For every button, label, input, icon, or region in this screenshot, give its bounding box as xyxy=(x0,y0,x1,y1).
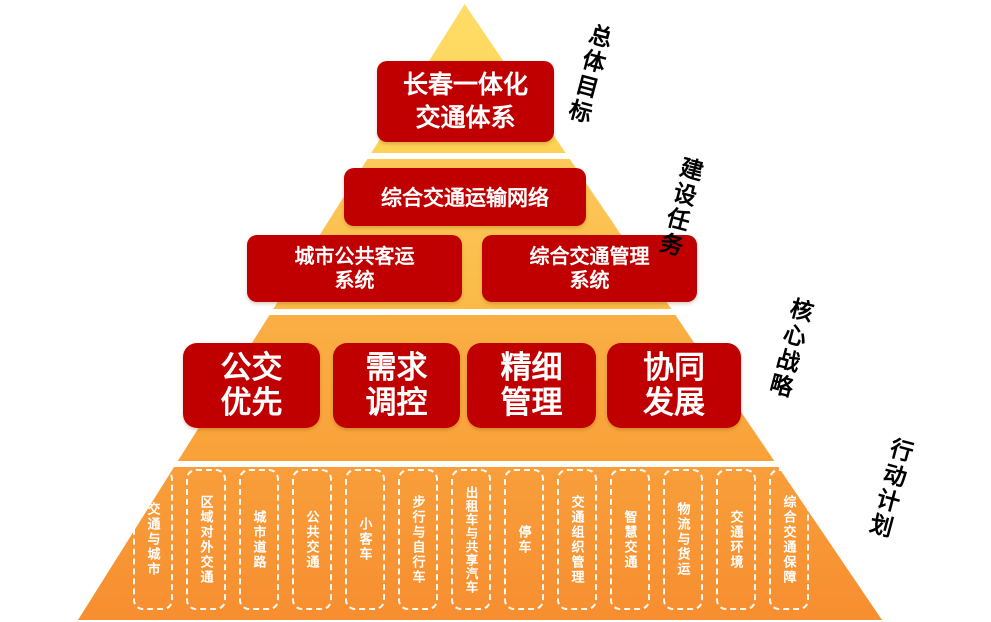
tier-label-overall-goal: 总体目标 xyxy=(562,20,615,128)
action-box-city-and-transport: 交通与城市 xyxy=(133,469,173,610)
action-box-urban-roads: 城市道路 xyxy=(239,469,279,610)
strategy-1-line1: 公交 xyxy=(220,350,283,386)
action-box-traffic-organization: 交通组织管理 xyxy=(557,469,597,610)
traffic-management-line1: 综合交通管理 xyxy=(529,245,650,268)
pyramid-band-action-plan xyxy=(78,467,882,620)
strategy-3-line1: 精细 xyxy=(500,350,563,386)
transport-network-box: 综合交通运输网络 xyxy=(344,168,586,226)
action-box-public-transit: 公共交通 xyxy=(292,469,332,610)
strategy-transit-priority-box: 公交 优先 xyxy=(183,343,320,428)
action-box-parking: 停车 xyxy=(504,469,544,610)
strategy-2-line2: 调控 xyxy=(365,384,428,420)
overall-goal-line2: 交通体系 xyxy=(415,103,516,132)
strategy-4-line1: 协同 xyxy=(643,350,705,386)
action-box-logistics-freight: 物流与货运 xyxy=(663,469,703,610)
action-box-smart-transport: 智慧交通 xyxy=(610,469,650,610)
action-box-comprehensive-support: 综合交通保障 xyxy=(769,469,809,610)
action-box-walking-cycling: 步行与自行车 xyxy=(398,469,438,610)
action-box-regional-external: 区域对外交通 xyxy=(186,469,226,610)
strategy-1-line2: 优先 xyxy=(220,384,283,420)
strategy-demand-control-box: 需求 调控 xyxy=(333,343,460,428)
tier-label-action-plan: 行动计划 xyxy=(863,434,916,542)
traffic-management-system-box: 综合交通管理 系统 xyxy=(482,235,697,302)
tier-label-construction-tasks: 建设任务 xyxy=(653,153,706,261)
public-passenger-line1: 城市公共客运 xyxy=(294,245,415,268)
transport-network-label: 综合交通运输网络 xyxy=(381,187,549,210)
action-box-traffic-environment: 交通环境 xyxy=(716,469,756,610)
overall-goal-line1: 长春一体化 xyxy=(402,70,528,99)
strategy-fine-management-box: 精细 管理 xyxy=(467,343,596,428)
tier-label-core-strategy: 核心战略 xyxy=(763,294,816,402)
strategy-4-line2: 发展 xyxy=(643,384,705,420)
strategy-coordinated-development-box: 协同 发展 xyxy=(607,343,741,428)
action-box-taxi-shared-cars: 出租车与共享汽车 xyxy=(451,469,491,610)
public-passenger-system-box: 城市公共客运 系统 xyxy=(247,235,462,302)
overall-goal-box: 长春一体化 交通体系 xyxy=(377,61,554,142)
traffic-management-line2: 系统 xyxy=(569,269,610,292)
strategy-3-line2: 管理 xyxy=(500,384,563,420)
public-passenger-line2: 系统 xyxy=(334,269,375,292)
action-box-passenger-cars: 小客车 xyxy=(345,469,385,610)
strategy-2-line1: 需求 xyxy=(365,350,428,386)
